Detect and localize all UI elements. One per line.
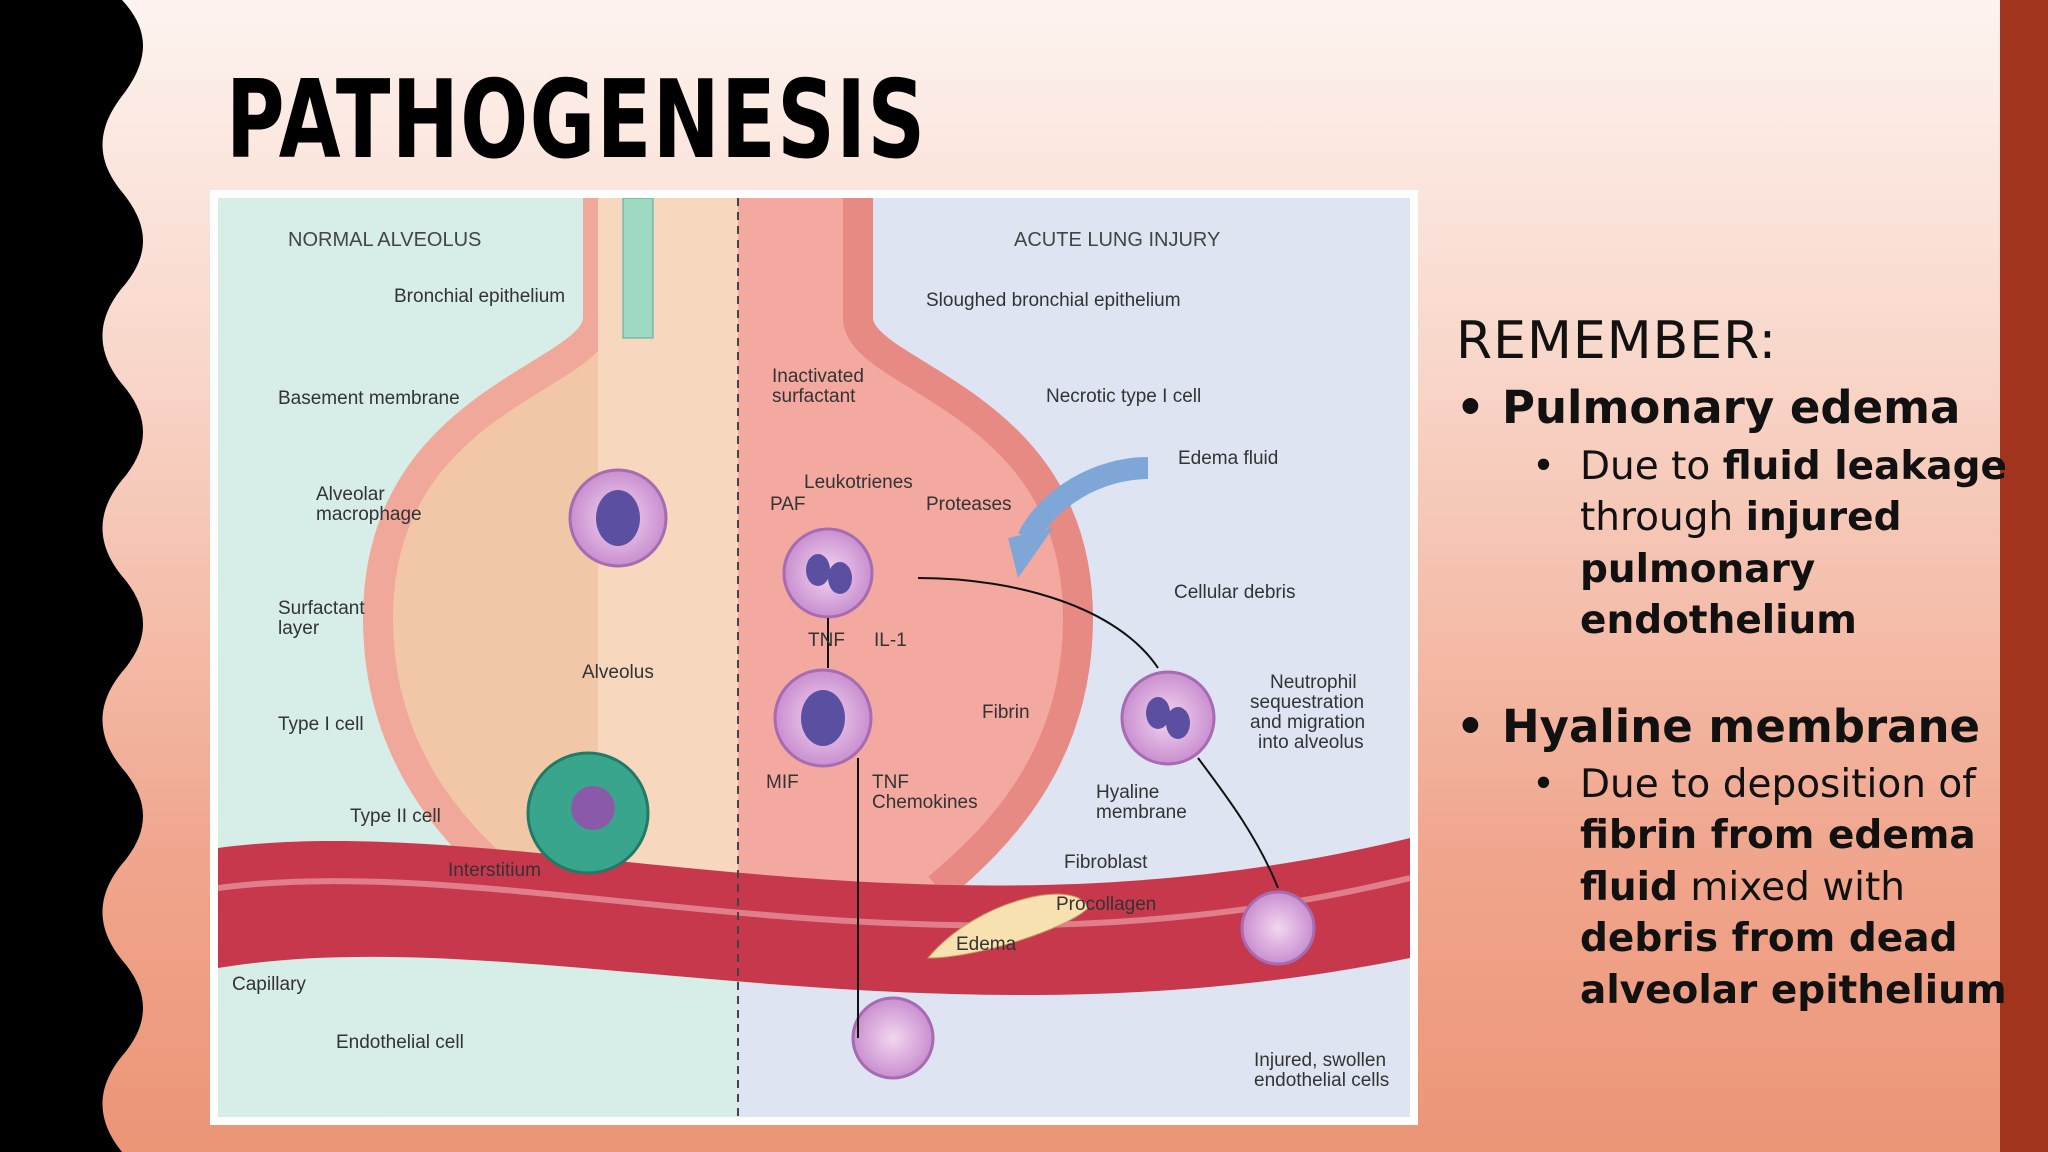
label-neutrophil-4: into alveolus: [1258, 732, 1364, 753]
label-fibroblast: Fibroblast: [1064, 852, 1148, 873]
label-basement-membrane: Basement membrane: [278, 388, 460, 409]
bullet1-title: Pulmonary edema: [1502, 381, 1961, 435]
label-endothelial: Endothelial cell: [336, 1032, 464, 1053]
label-type1: Type I cell: [278, 714, 364, 735]
right-accent-band: [2000, 0, 2048, 1152]
label-neutrophil-1: Neutrophil: [1270, 672, 1357, 693]
label-surfactant-1: Surfactant: [278, 598, 365, 619]
sub2-text-a: Due to deposition of: [1580, 761, 1976, 807]
label-mif: MIF: [766, 772, 799, 793]
label-cellular-debris: Cellular debris: [1174, 582, 1295, 603]
label-paf: PAF: [770, 494, 806, 515]
label-edema: Edema: [956, 934, 1017, 955]
label-neutrophil-2: sequestration: [1250, 692, 1364, 713]
acute-lung-injury-header: ACUTE LUNG INJURY: [1014, 229, 1220, 251]
label-tnf2: TNF: [872, 772, 909, 793]
macrophage-cell: [568, 468, 668, 568]
sub1-text-a: Due to: [1580, 443, 1723, 489]
label-il1: IL-1: [874, 630, 907, 651]
label-alveolar-2: macrophage: [316, 504, 422, 525]
label-capillary: Capillary: [232, 974, 306, 995]
label-hyaline-1: Hyaline: [1096, 782, 1159, 803]
wavy-left-border: [0, 0, 143, 1152]
subbullet-hyaline-membrane: •Due to deposition of fibrin from edema …: [1532, 761, 2007, 1013]
label-surfactant-2: layer: [278, 618, 320, 639]
label-leukotrienes: Leukotrienes: [804, 472, 913, 493]
label-inactivated-1: Inactivated: [772, 366, 864, 387]
label-neutrophil-3: and migration: [1250, 712, 1365, 733]
label-necrotic: Necrotic type I cell: [1046, 386, 1201, 407]
label-alveolus: Alveolus: [582, 662, 654, 683]
label-chemokines: Chemokines: [872, 792, 978, 813]
notes-panel: REMEMBER: •Pulmonary edema •Due to fluid…: [1456, 310, 2016, 1016]
bullet-pulmonary-edema: •Pulmonary edema: [1456, 381, 1961, 435]
label-type2: Type II cell: [350, 806, 441, 827]
label-procollagen: Procollagen: [1056, 894, 1156, 915]
sub2-text-b: mixed with: [1677, 864, 1905, 910]
label-inactivated-2: surfactant: [772, 386, 856, 407]
alveolus-diagram: NORMAL ALVEOLUS ACUTE LUNG INJURY Bronch…: [210, 190, 1418, 1125]
bullet-hyaline-membrane: •Hyaline membrane: [1456, 699, 1981, 753]
sub1-bold-a: fluid leakage: [1722, 443, 2007, 489]
label-fibrin: Fibrin: [982, 702, 1030, 723]
label-injured-2: endothelial cells: [1254, 1070, 1389, 1091]
sub1-text-b: through: [1580, 495, 1746, 541]
label-hyaline-2: membrane: [1096, 802, 1187, 823]
slide-title: PATHOGENESIS: [226, 58, 927, 183]
label-interstitium: Interstitium: [448, 860, 541, 881]
sub2-bold-a: fibrin from edema fluid: [1580, 813, 1976, 910]
subbullet-pulmonary-edema: •Due to fluid leakage through injured pu…: [1532, 443, 2007, 644]
bullet2-title: Hyaline membrane: [1502, 699, 1981, 753]
notes-heading: REMEMBER:: [1456, 311, 1778, 371]
label-tnf: TNF: [808, 630, 845, 651]
label-sloughed: Sloughed bronchial epithelium: [926, 290, 1181, 311]
sub1-bold-b: injured pulmonary endothelium: [1580, 495, 1902, 644]
normal-alveolus-header: NORMAL ALVEOLUS: [288, 229, 481, 251]
sub2-bold-b: debris from dead alveolar epithelium: [1580, 916, 2007, 1013]
label-injured-1: Injured, swollen: [1254, 1050, 1386, 1071]
label-proteases: Proteases: [926, 494, 1012, 515]
label-bronchial-epithelium: Bronchial epithelium: [394, 286, 565, 307]
label-alveolar-1: Alveolar: [316, 484, 385, 505]
label-edema-fluid: Edema fluid: [1178, 448, 1278, 469]
